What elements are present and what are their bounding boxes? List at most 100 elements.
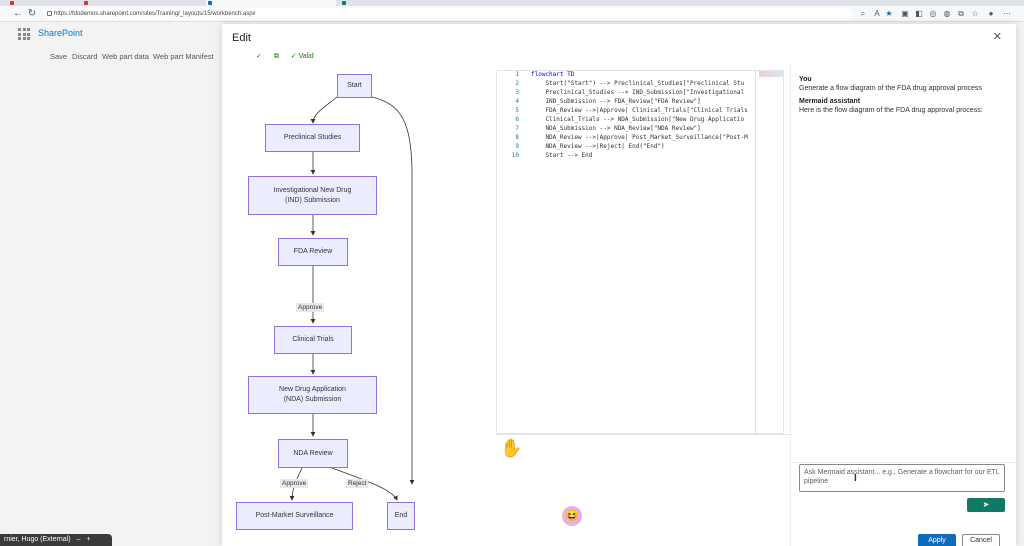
line-number: 2 xyxy=(515,80,519,87)
extension-icon[interactable]: ◍ xyxy=(943,9,951,18)
browser-address-bar: ← ↻ https://fdodemos.sharepoint.com/site… xyxy=(0,6,1024,22)
flow-node-ind-submission: Investigational New Drug (IND) Submissio… xyxy=(248,176,377,215)
tab-favicon-icon xyxy=(208,1,212,5)
add-icon[interactable]: + xyxy=(86,536,91,543)
code-text: IND_Submission --> FDA_Review["FDA Revie… xyxy=(531,98,701,105)
read-aloud-icon[interactable]: A xyxy=(874,9,880,18)
code-text: FDA_Review -->|Approve| Clinical_Trials[… xyxy=(531,107,748,114)
presenter-label: rnier, Hugo (External) – + xyxy=(0,534,112,546)
back-icon[interactable]: ← xyxy=(13,8,23,19)
node-text: Investigational New Drug xyxy=(273,186,352,194)
line-number: 1 xyxy=(515,71,519,78)
favorites-icon[interactable]: ☆ xyxy=(971,9,979,18)
code-text: Preclinical_Studies --> IND_Submission["… xyxy=(531,89,745,96)
editor-horizontal-scrollbar[interactable] xyxy=(496,434,792,435)
cancel-button[interactable]: Cancel xyxy=(962,534,1000,546)
send-button[interactable]: ➤ xyxy=(967,498,1005,512)
assistant-message-text: Here is the flow diagram of the FDA drug… xyxy=(799,107,983,114)
tab-favicon-icon xyxy=(84,1,88,5)
lock-icon xyxy=(47,11,52,16)
flow-node-end: End xyxy=(387,502,415,530)
edge-review-end xyxy=(331,467,398,501)
code-text: NDA_Review -->|Approve| Post_Market_Surv… xyxy=(531,134,748,141)
presenter-name: rnier, Hugo (External) xyxy=(4,536,71,543)
edge-label-reject: Reject xyxy=(346,479,369,488)
editor-scrollbar[interactable] xyxy=(755,71,756,433)
edit-dialog: Edit ✕ ✓ ⧉ ✓ Valid St xyxy=(222,24,1017,546)
code-text: flowchart TD xyxy=(531,71,575,78)
edge-label-approve: Approve xyxy=(296,303,325,312)
flow-node-post-market-surveillance: Post-Market Surveillance xyxy=(236,502,353,530)
assistant-prompt-input[interactable]: Ask Mermaid assistant... e.g., Generate … xyxy=(799,464,1005,492)
zoom-icon[interactable]: ⌕ xyxy=(860,9,866,18)
extension-icon[interactable]: ◧ xyxy=(915,9,923,18)
prompt-placeholder: Ask Mermaid assistant... e.g., Generate … xyxy=(804,469,1000,485)
line-number: 6 xyxy=(515,116,519,123)
url-field[interactable]: https://fdodemos.sharepoint.com/sites/Tr… xyxy=(44,8,852,20)
node-text: (NDA) Submission xyxy=(283,396,342,403)
favorite-star-icon[interactable]: ★ xyxy=(885,9,893,18)
split-screen-icon[interactable]: ⧉ xyxy=(958,9,964,18)
flow-node-preclinical-studies: Preclinical Studies xyxy=(265,124,360,152)
browser-tab[interactable] xyxy=(82,0,202,6)
chat-divider xyxy=(791,462,1017,463)
check-icon[interactable]: ✓ xyxy=(256,53,262,60)
raise-hand-icon: ✋ xyxy=(500,438,523,458)
editor-toolbar: ✓ ⧉ ✓ Valid xyxy=(256,52,324,61)
flow-node-nda-review: NDA Review xyxy=(278,439,348,468)
mermaid-assistant-panel: You Generate a flow diagram of the FDA d… xyxy=(790,64,1017,546)
edge-start-end xyxy=(371,96,415,485)
valid-status-badge: ✓ Valid xyxy=(290,53,314,60)
more-menu-icon[interactable]: ⋯ xyxy=(1003,9,1011,18)
text-cursor-icon: I xyxy=(854,473,857,484)
copy-icon[interactable]: ⧉ xyxy=(273,53,279,60)
dialog-title: Edit xyxy=(232,32,251,44)
node-text: (IND) Submission xyxy=(285,196,340,204)
browser-tab[interactable] xyxy=(8,0,78,6)
discard-command[interactable]: Discard xyxy=(72,52,98,61)
code-text: Clinical_Trials --> NDA_Submission["New … xyxy=(531,116,745,123)
app-launcher-icon[interactable] xyxy=(18,28,30,40)
tab-favicon-icon xyxy=(10,1,14,5)
apply-button[interactable]: Apply xyxy=(918,534,956,546)
code-text: NDA_Submission --> NDA_Review["NDA Revie… xyxy=(531,125,701,132)
save-command[interactable]: Save xyxy=(50,52,68,61)
editor-minimap[interactable] xyxy=(759,71,783,77)
browser-tabstrip xyxy=(0,0,1024,6)
line-number: 7 xyxy=(515,125,519,132)
code-text: Start("Start") --> Preclinical_Studies["… xyxy=(531,80,745,87)
user-message-author: You xyxy=(799,76,812,83)
node-text: New Drug Application xyxy=(279,386,346,393)
sharepoint-logo[interactable]: SharePoint xyxy=(38,28,83,38)
mermaid-code-editor[interactable]: 1 flowchart TD 2 Start("Start") --> Precl… xyxy=(496,70,784,434)
minimize-icon[interactable]: – xyxy=(76,536,81,543)
flow-node-clinical-trials: Clinical Trials xyxy=(274,326,352,354)
extension-icon[interactable]: ◎ xyxy=(929,9,937,18)
close-icon[interactable]: ✕ xyxy=(992,31,1002,43)
line-number: 10 xyxy=(511,152,519,159)
edge-label-approve: Approve xyxy=(280,479,309,488)
laughing-emoji-icon: 😆 xyxy=(562,506,582,526)
code-text: NDA_Review -->|Reject| End("End") xyxy=(531,143,665,150)
flow-node-fda-review: FDA Review xyxy=(278,238,348,266)
diagram-preview: Start Preclinical Studies Investigationa… xyxy=(222,64,492,546)
browser-tab-active[interactable] xyxy=(206,0,336,6)
flow-node-nda-submission: New Drug Application (NDA) Submission xyxy=(248,376,377,414)
refresh-icon[interactable]: ↻ xyxy=(27,8,37,19)
extension-icon[interactable]: ▣ xyxy=(901,9,909,18)
line-number: 9 xyxy=(515,143,519,150)
user-message-text: Generate a flow diagram of the FDA drug … xyxy=(799,85,982,92)
line-number: 4 xyxy=(515,98,519,105)
profile-avatar-icon[interactable]: ● xyxy=(988,9,994,18)
web-part-manifest-command[interactable]: Web part Manifest xyxy=(153,52,214,61)
line-number: 3 xyxy=(515,89,519,96)
web-part-data-command[interactable]: Web part data xyxy=(102,52,149,61)
line-number: 5 xyxy=(515,107,519,114)
flow-node-start: Start xyxy=(337,74,372,98)
edge-start-preclinical xyxy=(310,96,338,124)
browser-tab[interactable] xyxy=(340,0,410,6)
code-text: Start --> End xyxy=(531,152,593,159)
assistant-message-author: Mermaid assistant xyxy=(799,98,861,105)
line-number: 8 xyxy=(515,134,519,141)
tab-favicon-icon xyxy=(342,1,346,5)
